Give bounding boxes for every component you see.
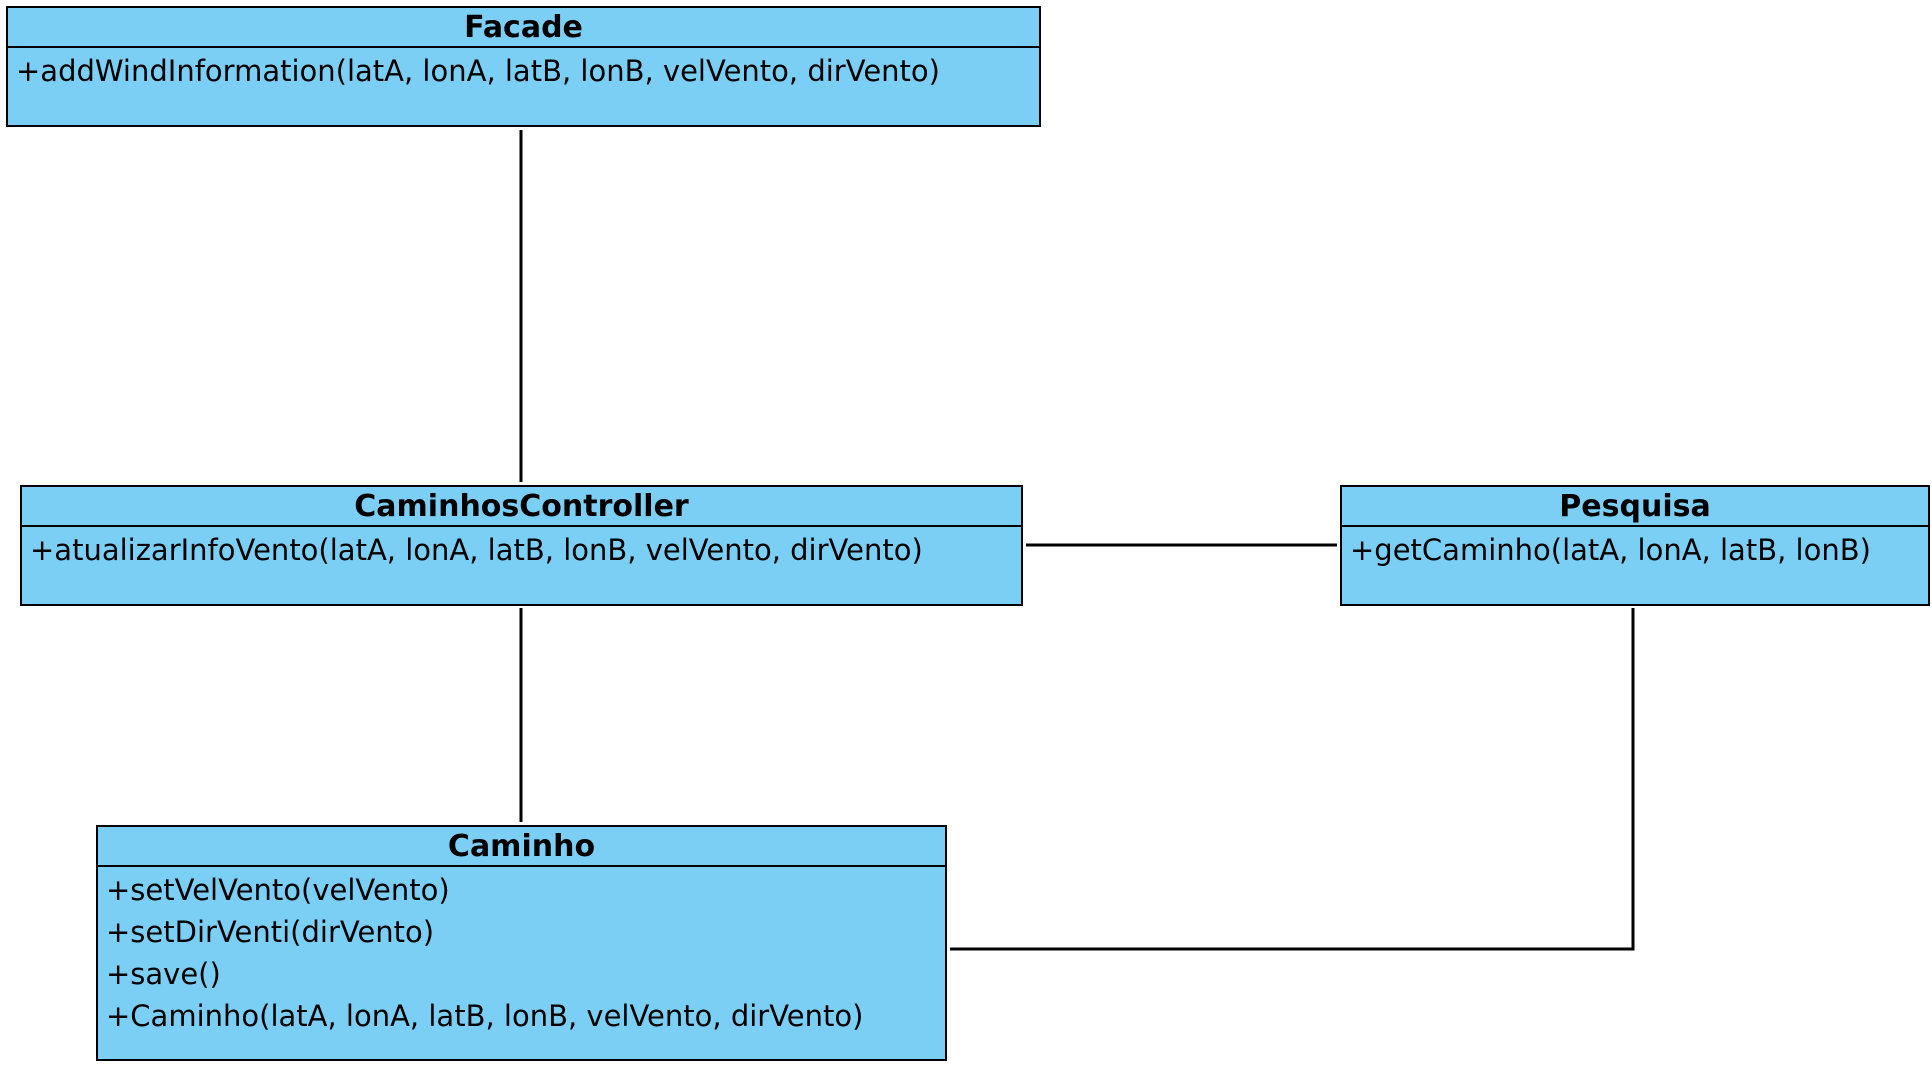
operation: +save() xyxy=(106,957,221,991)
operation: +Caminho(latA, lonA, latB, lonB, velVent… xyxy=(106,999,864,1033)
operations-compartment: +setVelVento(velVento) +setDirVenti(dirV… xyxy=(98,867,945,1039)
operations-compartment: +atualizarInfoVento(latA, lonA, latB, lo… xyxy=(22,527,1021,573)
class-caminho[interactable]: Caminho +setVelVento(velVento) +setDirVe… xyxy=(96,825,947,1061)
operation: +addWindInformation(latA, lonA, latB, lo… xyxy=(16,54,940,88)
operations-compartment: +getCaminho(latA, lonA, latB, lonB) xyxy=(1342,527,1928,573)
operation: +getCaminho(latA, lonA, latB, lonB) xyxy=(1350,533,1871,567)
association-pesquisa-caminho xyxy=(950,608,1635,951)
operation: +setDirVenti(dirVento) xyxy=(106,915,435,949)
class-pesquisa[interactable]: Pesquisa +getCaminho(latA, lonA, latB, l… xyxy=(1340,485,1930,606)
class-facade[interactable]: Facade +addWindInformation(latA, lonA, l… xyxy=(6,6,1041,127)
operations-compartment: +addWindInformation(latA, lonA, latB, lo… xyxy=(8,48,1039,94)
operation: +setVelVento(velVento) xyxy=(106,873,450,907)
operation: +atualizarInfoVento(latA, lonA, latB, lo… xyxy=(30,533,923,567)
class-name: Facade xyxy=(8,8,1039,48)
class-name: Caminho xyxy=(98,827,945,867)
class-caminhos-controller[interactable]: CaminhosController +atualizarInfoVento(l… xyxy=(20,485,1023,606)
class-name: CaminhosController xyxy=(22,487,1021,527)
class-name: Pesquisa xyxy=(1342,487,1928,527)
